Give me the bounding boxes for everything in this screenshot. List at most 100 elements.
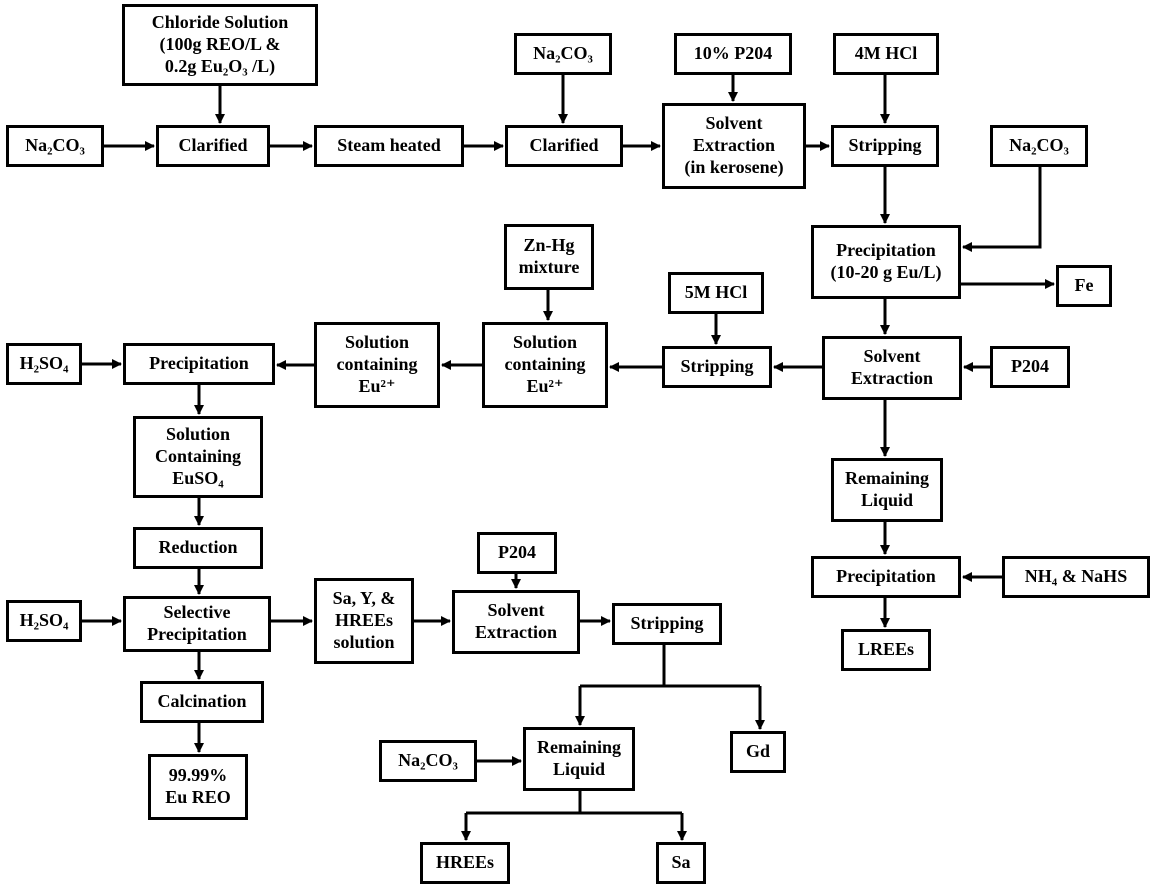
node-label-line: Liquid [552,759,606,779]
node-5m-hcl: 5M HCl [668,272,764,314]
node-label-line: Precipitation [836,566,936,587]
node-label-line: containing [336,354,418,375]
node-label-line: Zn-Hg [523,235,575,256]
node-clarified-2: Clarified [505,125,623,167]
node-hrees: HREEs [420,842,510,884]
arrow-remaining2-split [466,791,682,815]
node-label: Chloride Solution(100g REO/L &0.2g Eu₂O₃… [152,12,289,78]
node-label: Gd [746,741,770,763]
node-label-line: HREEs [435,852,495,873]
node-label-line: Steam heated [337,135,441,156]
node-label-line: Solvent [863,346,921,367]
node-label-line: LREEs [857,639,915,660]
node-4m-hcl: 4M HCl [833,33,939,75]
node-label-line: Solvent [705,113,763,134]
node-label-line: Remaining [844,468,929,489]
node-label: 5M HCl [685,282,748,304]
node-label-line: Solution [512,332,578,353]
node-label-line: Gd [745,741,770,762]
node-label-line: Na₂CO₃ [533,43,593,64]
node-reduction: Reduction [133,527,263,569]
node-label: Clarified [179,135,248,157]
node-label-line: Precipitation [836,240,936,261]
node-label: Stripping [848,135,921,157]
node-label-line: Stripping [680,356,754,377]
node-label-line: Na₂CO₃ [1009,135,1069,156]
node-label-line: Na₂CO₃ [398,750,458,771]
node-label: Na₂CO₃ [398,750,458,772]
node-label: Fe [1075,275,1094,297]
node-label-line: Sa, Y, & [332,588,396,609]
node-label: Precipitation [836,566,936,588]
node-label: 99.99%Eu REO [165,765,231,809]
node-label-line: solution [333,631,395,652]
node-label: P204 [498,542,536,564]
node-label: NH₄ & NaHS [1025,566,1127,588]
node-label-line: Precipitation [147,624,247,644]
node-label: Steam heated [337,135,440,157]
node-label: 4M HCl [855,43,918,65]
node-label-line: Extraction [851,368,933,388]
node-label: Reduction [158,537,237,559]
node-label-line: NH₄ & NaHS [1024,566,1128,587]
node-label: Clarified [530,135,599,157]
node-label-line: Eu²⁺ [526,375,564,396]
node-nh4-nahs: NH₄ & NaHS [1002,556,1150,598]
node-label-line: Stripping [848,135,922,156]
node-label-line: Clarified [178,135,248,156]
node-label-line: Solution [165,424,231,445]
node-label-line: (10-20 g Eu/L) [830,262,942,282]
node-label-line: Chloride Solution [151,12,289,33]
node-label-line: H₂SO₄ [19,610,69,631]
node-sa: Sa [656,842,706,884]
node-label-line: 99.99% [168,765,228,786]
node-label-line: P204 [498,542,536,563]
node-label: Na₂CO₃ [533,43,593,65]
node-label-line: 0.2g Eu₂O₃ /L) [164,55,276,76]
node-p204-1: P204 [990,346,1070,388]
node-label-line: 10% P204 [693,43,773,64]
node-label-line: Na₂CO₃ [25,135,85,156]
node-label-line: Remaining [536,737,621,758]
node-na2co3-3: Na₂CO₃ [990,125,1088,167]
node-label-line: 5M HCl [684,282,748,303]
node-label: 10% P204 [694,43,773,65]
node-label: H₂SO₄ [20,610,69,632]
node-p204-2: P204 [477,532,557,574]
node-label: LREEs [858,639,914,661]
node-label: Precipitation [149,353,249,375]
node-precipitation-eu: Precipitation(10-20 g Eu/L) [811,225,961,299]
node-na2co3-2: Na₂CO₃ [514,33,612,75]
node-label-line: Precipitation [149,353,249,374]
node-label-line: P204 [1011,356,1049,377]
node-label-line: Extraction [475,622,557,642]
node-label: Sa [671,852,690,874]
node-label: Stripping [630,613,703,635]
node-label-line: Selective [163,602,231,623]
node-label-line: (100g REO/L & [159,34,281,55]
node-stripping-1: Stripping [831,125,939,167]
node-label-line: Sa [671,852,691,873]
node-lrees: LREEs [841,629,931,671]
node-label-line: mixture [518,257,580,277]
node-label-line: EuSO₄ [172,467,224,488]
node-label-line: Solvent [487,600,545,621]
node-label-line: Calcination [157,691,247,712]
